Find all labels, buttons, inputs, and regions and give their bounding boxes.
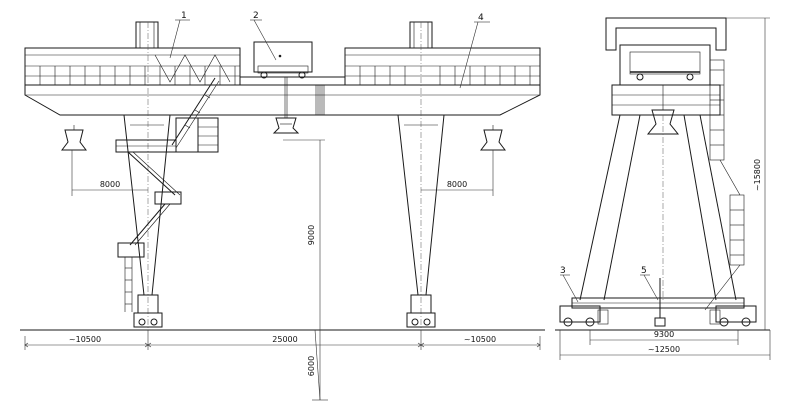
side-ladder (704, 59, 745, 311)
right-leg (397, 21, 445, 330)
center-grab-bucket (272, 117, 300, 134)
trolley (253, 41, 313, 118)
side-grab-bucket (646, 85, 680, 135)
front-view: 8000 8000 9000 6000 ~10500 25000 (20, 11, 545, 401)
left-outreach-dim: 8000 (100, 180, 120, 189)
below-rail-dim: 6000 (307, 356, 316, 376)
left-leg (123, 21, 171, 330)
left-outreach-grab (61, 125, 87, 151)
horizontal-dimensions (24, 330, 541, 350)
lift-height-dim: 9000 (307, 225, 316, 245)
access-stairs (115, 77, 220, 312)
side-leg-right-outer (699, 114, 737, 301)
left-cantilever-dim: ~10500 (69, 335, 101, 344)
callout-3: 3 (560, 266, 566, 276)
side-width-dim: ~12500 (648, 345, 680, 354)
side-view: 9300 ~12500 ~15800 3 5 (555, 17, 771, 360)
callout-1: 1 (181, 11, 187, 21)
right-walkway (344, 47, 541, 86)
side-track-dim: 9300 (654, 330, 674, 339)
side-leg-left-outer (579, 114, 621, 301)
outreach-dimensions (71, 150, 494, 196)
span-dim: 25000 (272, 335, 297, 344)
callout-2: 2 (253, 11, 259, 21)
side-dimensions (559, 17, 771, 360)
main-girder (24, 76, 541, 116)
callout-5: 5 (641, 266, 647, 276)
right-outreach-grab (480, 125, 506, 151)
right-outreach-dim: 8000 (447, 180, 467, 189)
right-cantilever-dim: ~10500 (464, 335, 496, 344)
side-bogies (559, 305, 757, 327)
callout-4: 4 (478, 13, 484, 23)
total-height-dim: ~15800 (753, 159, 762, 191)
side-top-frame (605, 17, 727, 51)
vertical-dimensions (283, 139, 328, 401)
left-walkway (24, 47, 241, 86)
callout-leaders (169, 19, 490, 89)
cable-reel (654, 278, 666, 327)
